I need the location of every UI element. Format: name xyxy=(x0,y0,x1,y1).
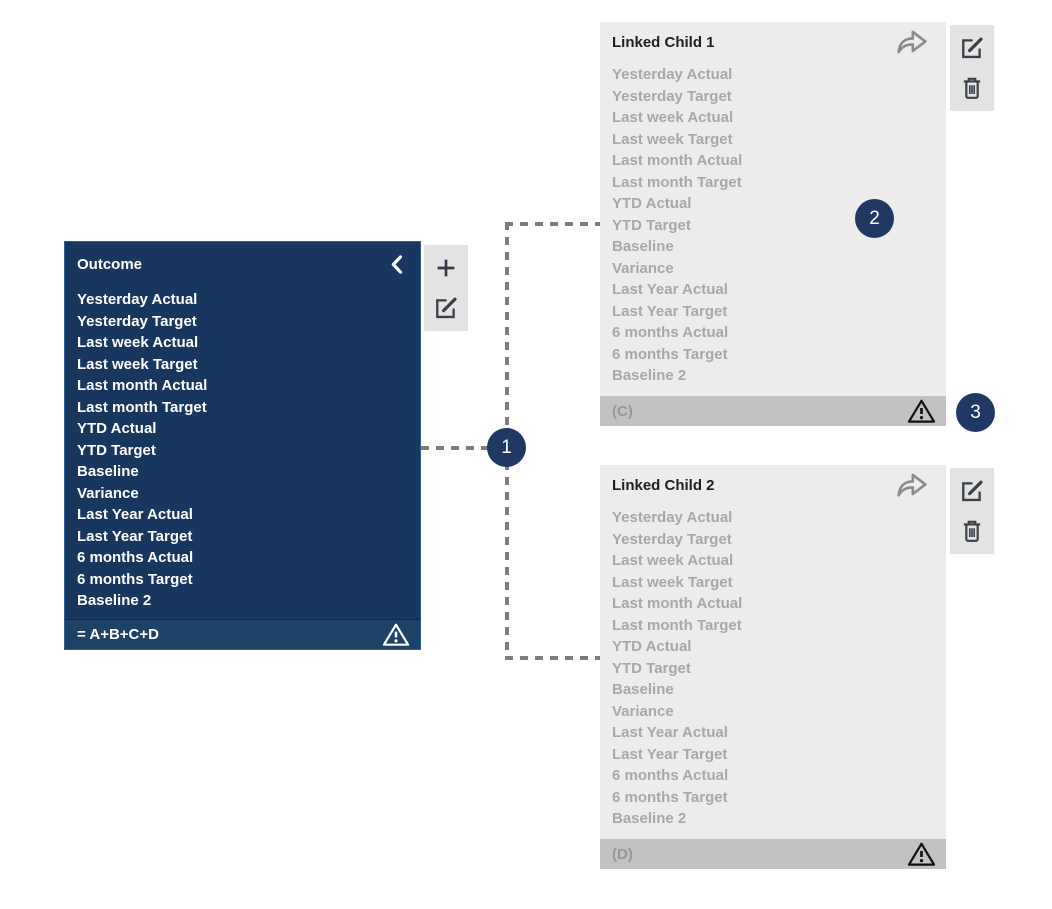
child-1-header: Linked Child 1 xyxy=(600,22,946,62)
metric-item: 6 months Actual xyxy=(612,767,729,784)
metric-item: Last month Target xyxy=(77,398,207,416)
metric-item: Last month Actual xyxy=(77,377,208,394)
child-1-code: (C) xyxy=(612,402,633,420)
metric-item: Baseline 2 xyxy=(612,367,687,384)
metric-item: Baseline 2 xyxy=(77,592,152,609)
connector-child-2 xyxy=(505,656,600,660)
connector-child-1 xyxy=(505,222,600,226)
metric-item: Baseline xyxy=(612,238,674,255)
metric-item: Yesterday Actual xyxy=(77,291,198,308)
metric-item: Baseline xyxy=(77,463,139,480)
metric-item: Last Year Actual xyxy=(612,281,728,298)
metric-item: Last month Actual xyxy=(612,152,743,169)
warning-icon[interactable] xyxy=(382,622,410,647)
metric-item: Last month Actual xyxy=(612,595,743,612)
metric-item: YTD Target xyxy=(612,216,691,234)
share-icon[interactable] xyxy=(894,27,930,57)
metric-item: Variance xyxy=(612,259,674,277)
metric-item: Yesterday Target xyxy=(77,312,197,330)
callout-badge-1: 1 xyxy=(487,428,526,467)
warning-icon[interactable] xyxy=(907,841,936,867)
outcome-toolbar xyxy=(424,245,468,331)
child-1-toolbar xyxy=(950,25,994,111)
metric-item: Last Year Target xyxy=(77,527,193,545)
metric-item: Last Year Target xyxy=(612,302,728,320)
metric-item: Last week Target xyxy=(77,355,198,373)
metric-item: Last week Actual xyxy=(612,109,734,126)
metric-item: Last Year Actual xyxy=(77,506,193,523)
metric-item: Variance xyxy=(77,484,139,502)
metric-item: Yesterday Target xyxy=(612,87,732,105)
connector-outcome xyxy=(421,446,489,450)
callout-badge-3-label: 3 xyxy=(970,401,981,423)
metric-item: YTD Target xyxy=(77,441,156,459)
metric-item: Last week Target xyxy=(612,573,733,591)
metric-item: Last month Target xyxy=(612,173,742,191)
child-1-footer: (C) xyxy=(600,396,946,426)
metric-item: YTD Actual xyxy=(77,420,157,437)
metric-item: Yesterday Actual xyxy=(612,66,733,83)
metric-item: 6 months Actual xyxy=(77,549,194,566)
metric-item: Yesterday Actual xyxy=(612,509,733,526)
outcome-card-header: Outcome xyxy=(65,242,420,286)
outcome-formula: = A+B+C+D xyxy=(77,626,159,643)
metric-item: Last Year Actual xyxy=(612,724,728,741)
child-1-title: Linked Child 1 xyxy=(612,33,715,51)
callout-badge-1-label: 1 xyxy=(501,436,512,458)
metric-item: Baseline 2 xyxy=(612,810,687,827)
metric-item: 6 months Target xyxy=(77,570,193,588)
metric-item: Baseline xyxy=(612,681,674,698)
metric-item: Last week Actual xyxy=(612,552,734,569)
delete-button[interactable] xyxy=(956,516,988,548)
callout-badge-3: 3 xyxy=(956,393,995,432)
add-button[interactable] xyxy=(430,252,462,284)
child-2-header: Linked Child 2 xyxy=(600,465,946,505)
metric-item: 6 months Target xyxy=(612,788,728,806)
collapse-chevron-left-icon[interactable] xyxy=(389,254,404,274)
metric-item: 6 months Target xyxy=(612,345,728,363)
child-2-title: Linked Child 2 xyxy=(612,476,715,494)
outcome-card-footer: = A+B+C+D xyxy=(65,619,420,649)
metric-item: Last week Actual xyxy=(77,334,199,351)
metric-item: Variance xyxy=(612,702,674,720)
metric-item: Last Year Target xyxy=(612,745,728,763)
child-2-code: (D) xyxy=(612,845,633,863)
callout-badge-2-label: 2 xyxy=(869,207,880,229)
edit-button[interactable] xyxy=(956,475,988,507)
edit-button[interactable] xyxy=(430,293,462,325)
edit-button[interactable] xyxy=(956,32,988,64)
warning-icon[interactable] xyxy=(907,398,936,424)
metric-item: YTD Actual xyxy=(612,195,692,212)
metric-item: YTD Actual xyxy=(612,638,692,655)
delete-button[interactable] xyxy=(956,73,988,105)
metric-item: Last week Target xyxy=(612,130,733,148)
outcome-card-title: Outcome xyxy=(77,255,143,273)
child-2-toolbar xyxy=(950,468,994,554)
metric-item: YTD Target xyxy=(612,659,691,677)
child-2-footer: (D) xyxy=(600,839,946,869)
metric-item: 6 months Actual xyxy=(612,324,729,341)
metric-item: Last month Target xyxy=(612,616,742,634)
share-icon[interactable] xyxy=(894,470,930,500)
callout-badge-2: 2 xyxy=(855,199,894,238)
metric-item: Yesterday Target xyxy=(612,530,732,548)
